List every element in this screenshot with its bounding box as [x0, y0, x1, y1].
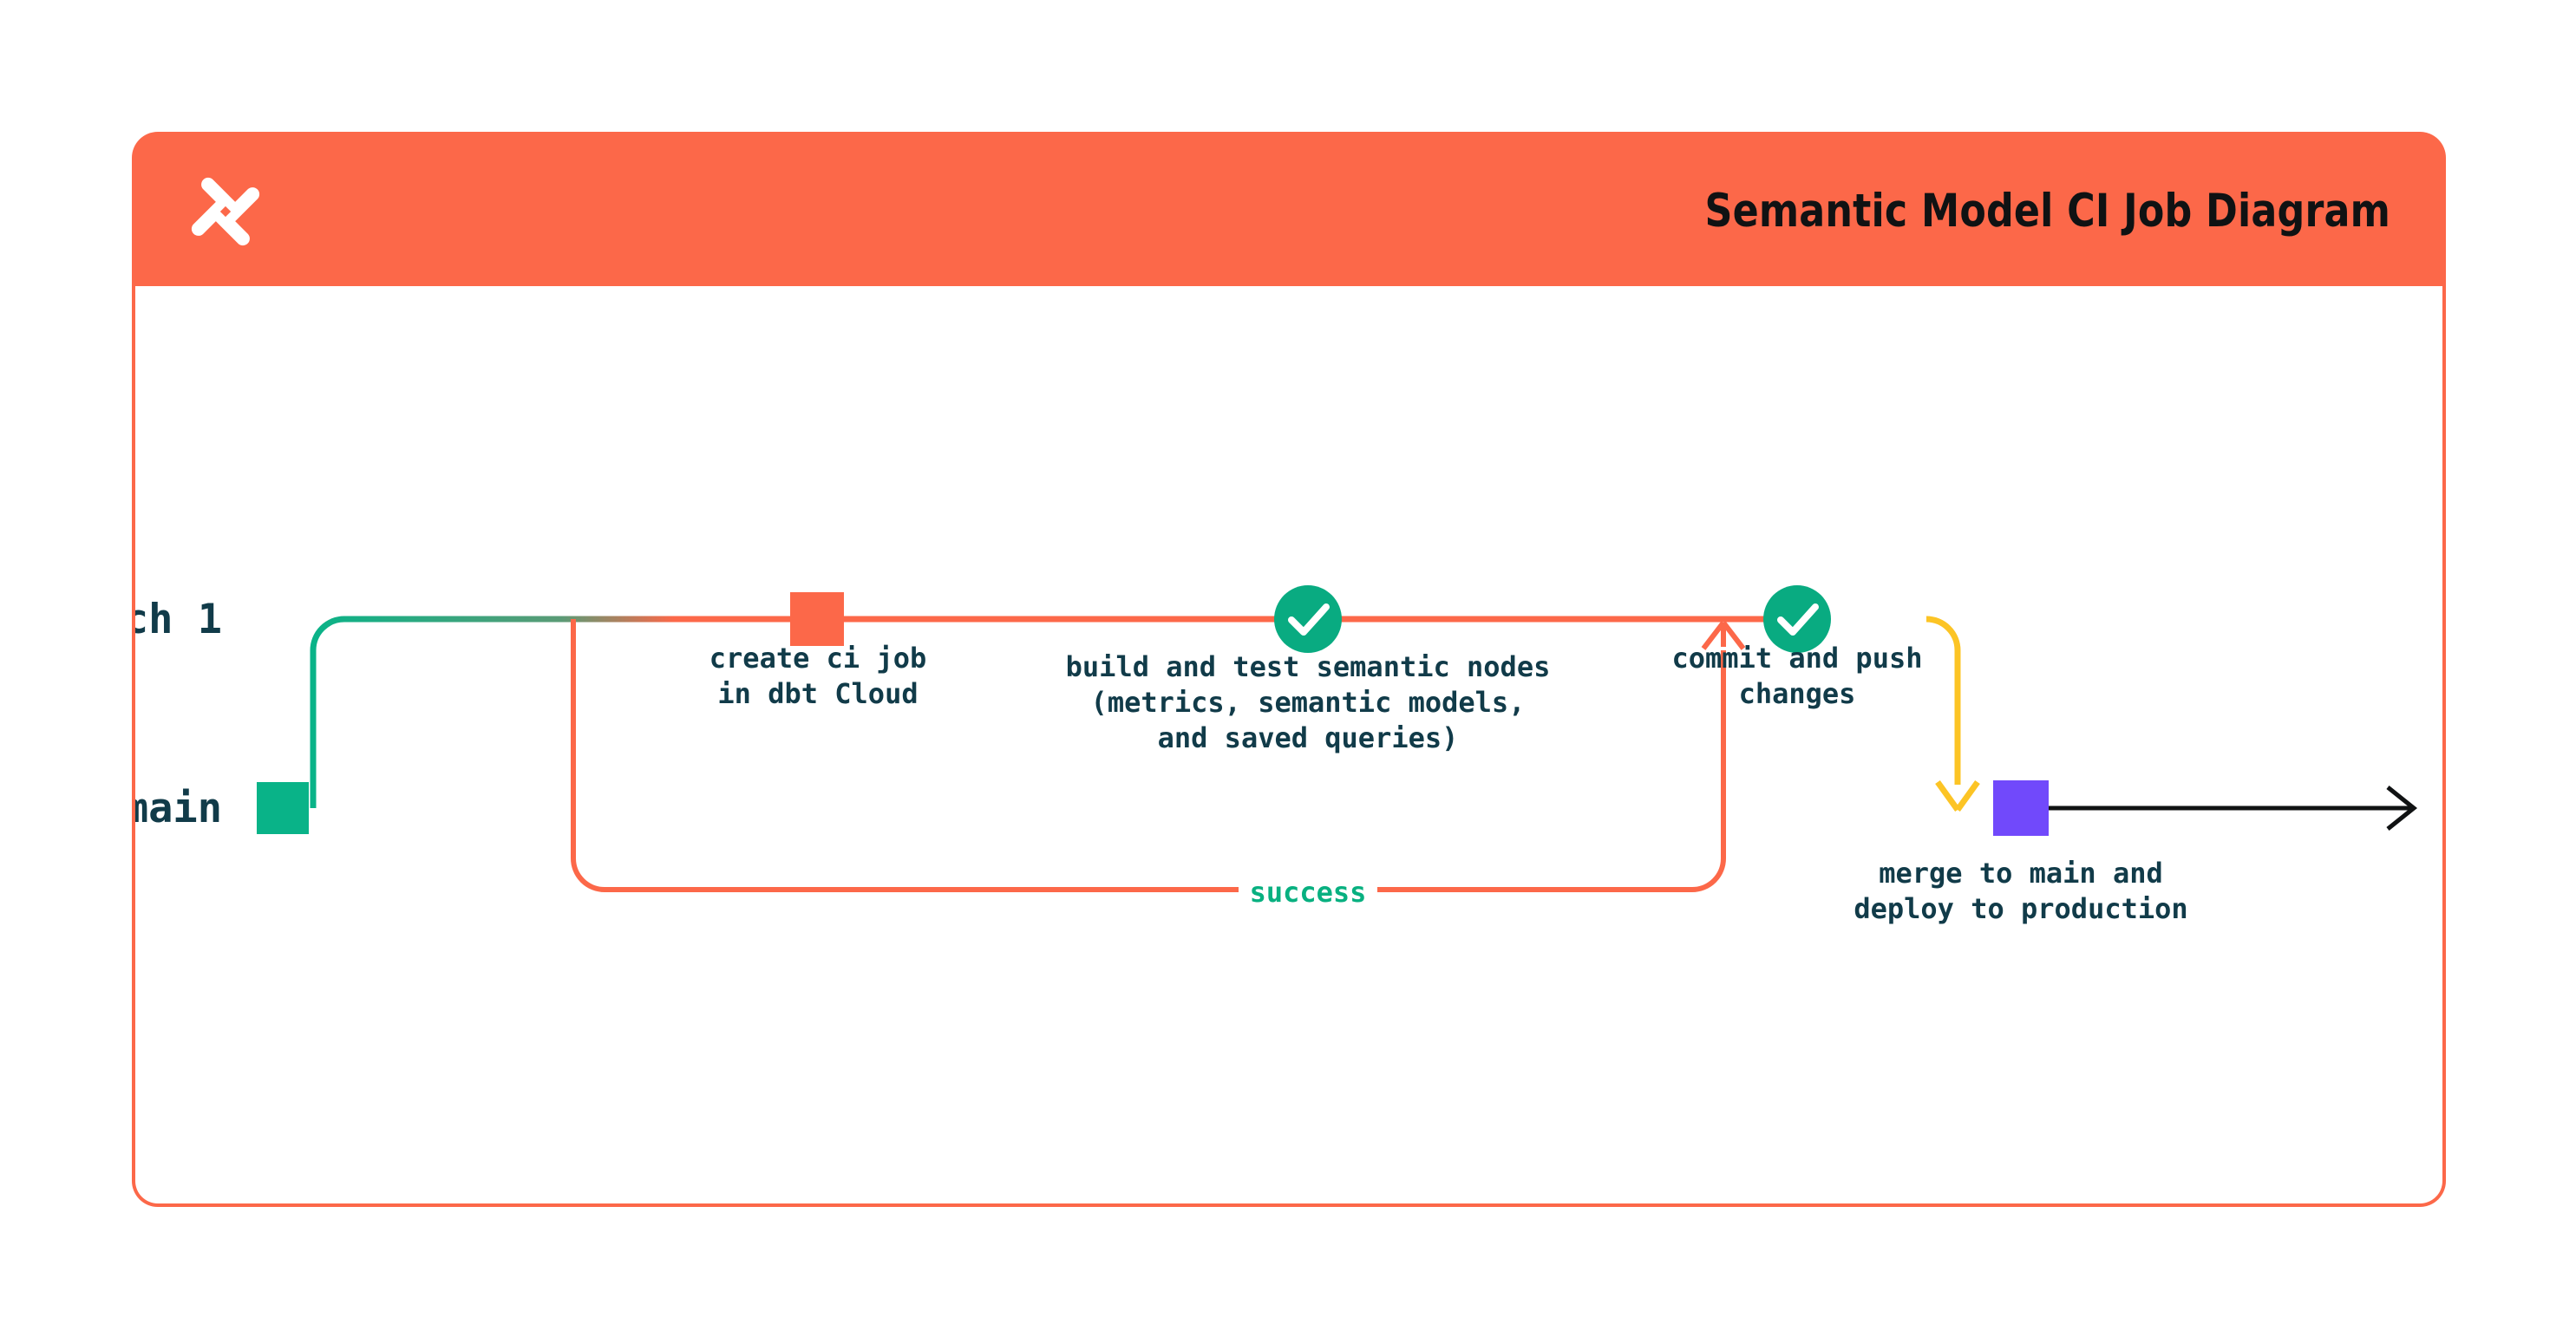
node-build-and-test[interactable] — [1274, 585, 1342, 653]
main-continues-edge — [2048, 786, 2418, 831]
node-label-create-ci-job-line1: create ci job — [709, 642, 926, 675]
node-main-start[interactable] — [257, 782, 309, 834]
node-label-build-and-test-line2: (metrics, semantic models, — [1091, 686, 1526, 719]
node-label-commit-and-push-line2: changes — [1739, 677, 1856, 710]
page-title: Semantic Model CI Job Diagram — [1704, 185, 2390, 238]
card-header: Semantic Model CI Job Diagram — [132, 132, 2446, 290]
card-body: success — [132, 286, 2446, 1207]
check-icon — [1288, 603, 1330, 636]
git-graph: success — [135, 585, 2418, 925]
node-create-ci-job[interactable] — [790, 592, 844, 646]
node-label-build-and-test-line3: and saved queries) — [1158, 721, 1459, 754]
node-label-merge-to-main-line2: deploy to production — [1854, 892, 2187, 925]
node-commit-and-push[interactable] — [1763, 585, 1831, 653]
node-label-merge-to-main-line1: merge to main and — [1879, 857, 2163, 890]
node-label-commit-and-push-line1: commit and push — [1672, 642, 1923, 675]
node-label-create-ci-job-line2: in dbt Cloud — [717, 677, 918, 710]
node-merge-to-main[interactable] — [1993, 780, 2049, 836]
dbt-logo-icon — [167, 173, 264, 250]
diagram-card: Semantic Model CI Job Diagram — [132, 132, 2446, 1207]
check-icon — [1777, 603, 1819, 636]
success-loop-edge: success — [571, 619, 1746, 909]
branch-label-branch-1: branch 1 — [135, 596, 222, 643]
branch-label-main: main — [135, 785, 222, 832]
edge-label-success: success — [1250, 876, 1367, 909]
merge-edge — [1925, 616, 1980, 812]
node-label-build-and-test-line1: build and test semantic nodes — [1066, 650, 1551, 683]
